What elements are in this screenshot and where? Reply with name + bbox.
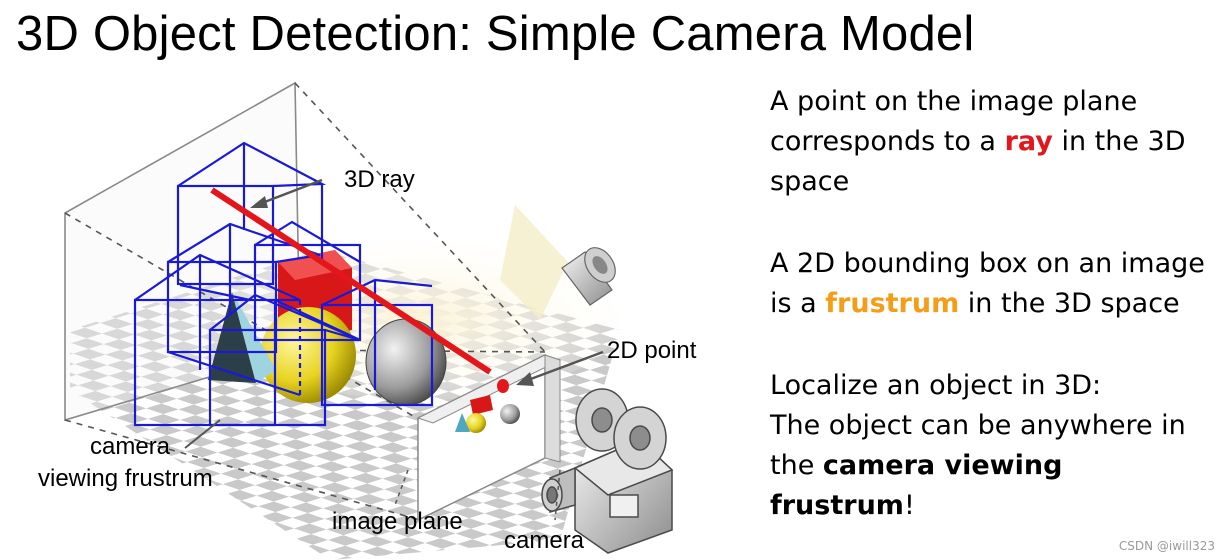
keyword-frustrum: frustrum <box>825 288 960 319</box>
label-image-plane: image plane <box>332 508 463 535</box>
3d-ray <box>210 187 492 375</box>
camera-model-diagram: 3D ray 2D point camera viewing frustrum … <box>38 81 697 560</box>
annotation-arrows <box>184 178 604 521</box>
label-camera: camera <box>504 527 585 554</box>
candidate-3d-boxes <box>133 141 434 427</box>
explanation-panel: A point on the image plane corresponds t… <box>770 82 1215 526</box>
keyword-ray: ray <box>1004 126 1053 157</box>
image-plane <box>416 353 562 522</box>
label-frustum-line1: camera <box>90 433 171 460</box>
paragraph-frustrum: A 2D bounding box on an image is a frust… <box>770 248 1205 319</box>
paragraph-localize: Localize an object in 3D: The object can… <box>770 370 1186 521</box>
light-source-icon <box>500 205 616 320</box>
localize-line: Localize an object in 3D: <box>770 370 1102 401</box>
label-3d-ray: 3D ray <box>344 166 415 193</box>
keyword-camera-viewing-frustrum: camera viewing frustrum <box>770 450 1063 521</box>
label-2d-point: 2D point <box>607 337 697 364</box>
page-title: 3D Object Detection: Simple Camera Model <box>16 7 975 61</box>
watermark: CSDN @iwill323 <box>1118 539 1215 553</box>
label-frustum-line2: viewing frustrum <box>38 465 213 492</box>
camera-icon <box>541 388 674 554</box>
paragraph-ray: A point on the image plane corresponds t… <box>770 86 1186 197</box>
